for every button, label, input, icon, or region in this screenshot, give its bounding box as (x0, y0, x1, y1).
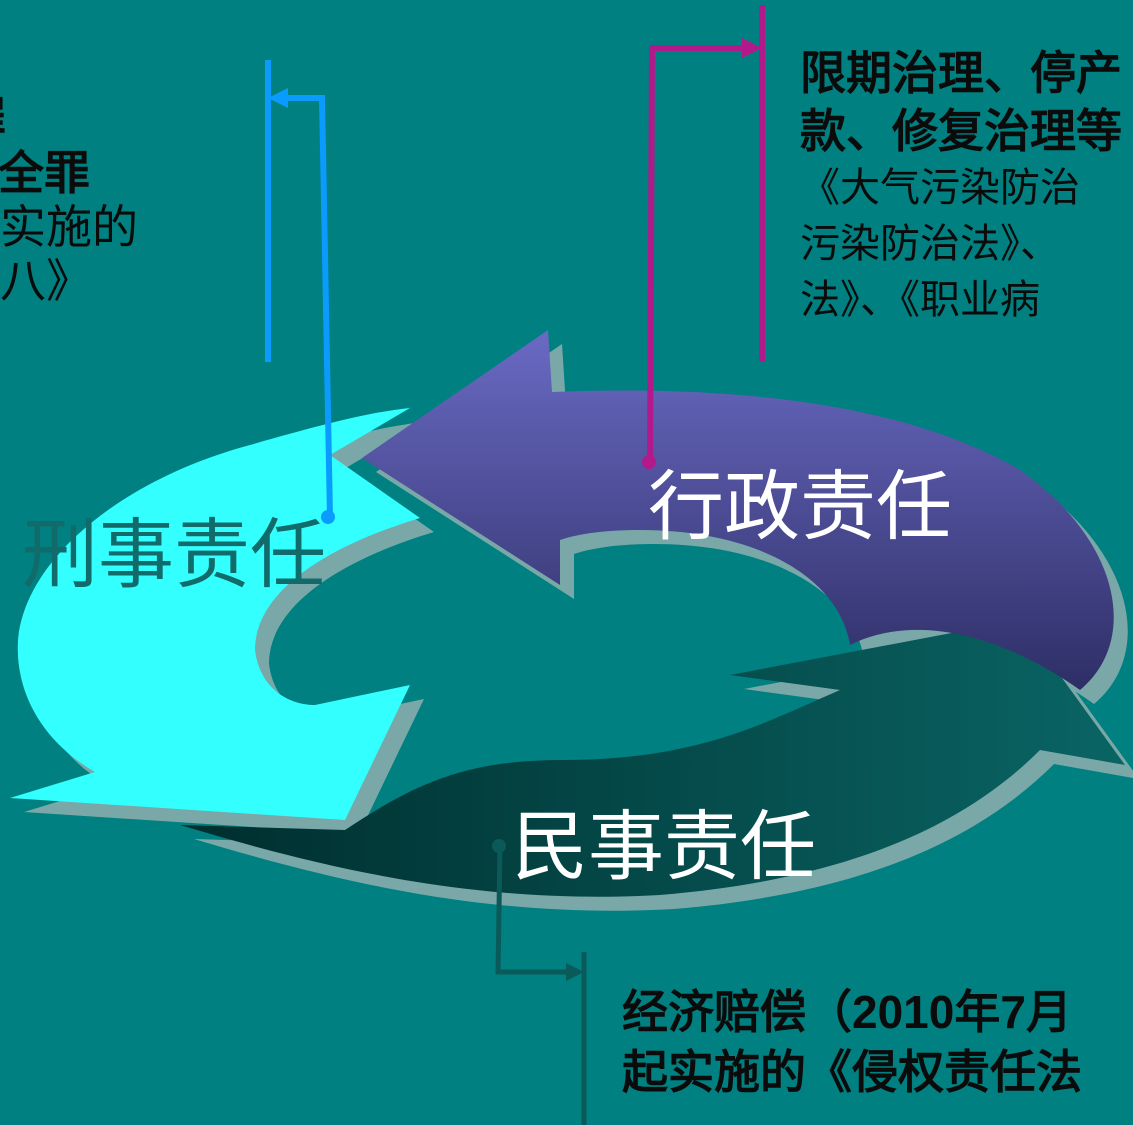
criminal-note-line: 安全罪 (0, 146, 90, 200)
admin-note-line: 《大气污染防治 (800, 165, 1080, 211)
criminal-note-line: 罪 (0, 92, 138, 146)
civil-note-year: 2010 (852, 986, 955, 1038)
admin-note-line: 法》、《职业病 (800, 277, 1040, 323)
admin-connector (647, 5, 765, 463)
admin-note-line: 限期治理、停产 (800, 46, 1122, 100)
admin-anchor-dot (642, 455, 656, 469)
criminal-arrow (10, 408, 420, 820)
civil-liability-label: 民事责任 (512, 802, 816, 891)
administrative-note: 限期治理、停产 款、修复治理等 《大气污染防治 污染防治法》、 法》、《职业病 (800, 44, 1122, 328)
criminal-note-line: 案八》 (0, 254, 92, 308)
civil-note-text: 经济赔偿（ (622, 985, 852, 1039)
criminal-note-line: 日实施的 (0, 200, 138, 254)
civil-connector (495, 845, 587, 1125)
admin-note-line: 款、修复治理等 (800, 104, 1122, 158)
civil-note-line: 经济赔偿（2010年7月 (622, 982, 1082, 1042)
criminal-note: 罪 安全罪 日实施的 案八》 (0, 92, 138, 308)
civil-note-text: 年 (954, 985, 1001, 1039)
civil-note: 经济赔偿（2010年7月 起实施的《侵权责任法 (622, 982, 1082, 1102)
admin-note-line: 污染防治法》、 (800, 221, 1060, 267)
administrative-arrow (362, 330, 1114, 690)
criminal-anchor-dot (321, 510, 335, 524)
civil-note-text: 月 (1025, 985, 1072, 1039)
administrative-liability-label: 行政责任 (648, 462, 952, 551)
civil-note-month: 7 (1000, 986, 1026, 1038)
criminal-liability-label: 刑事责任 (22, 510, 326, 599)
civil-anchor-dot (492, 839, 506, 853)
civil-note-line: 起实施的《侵权责任法 (622, 1045, 1082, 1099)
criminal-connector (265, 60, 333, 519)
civil-arrow (180, 620, 1125, 897)
